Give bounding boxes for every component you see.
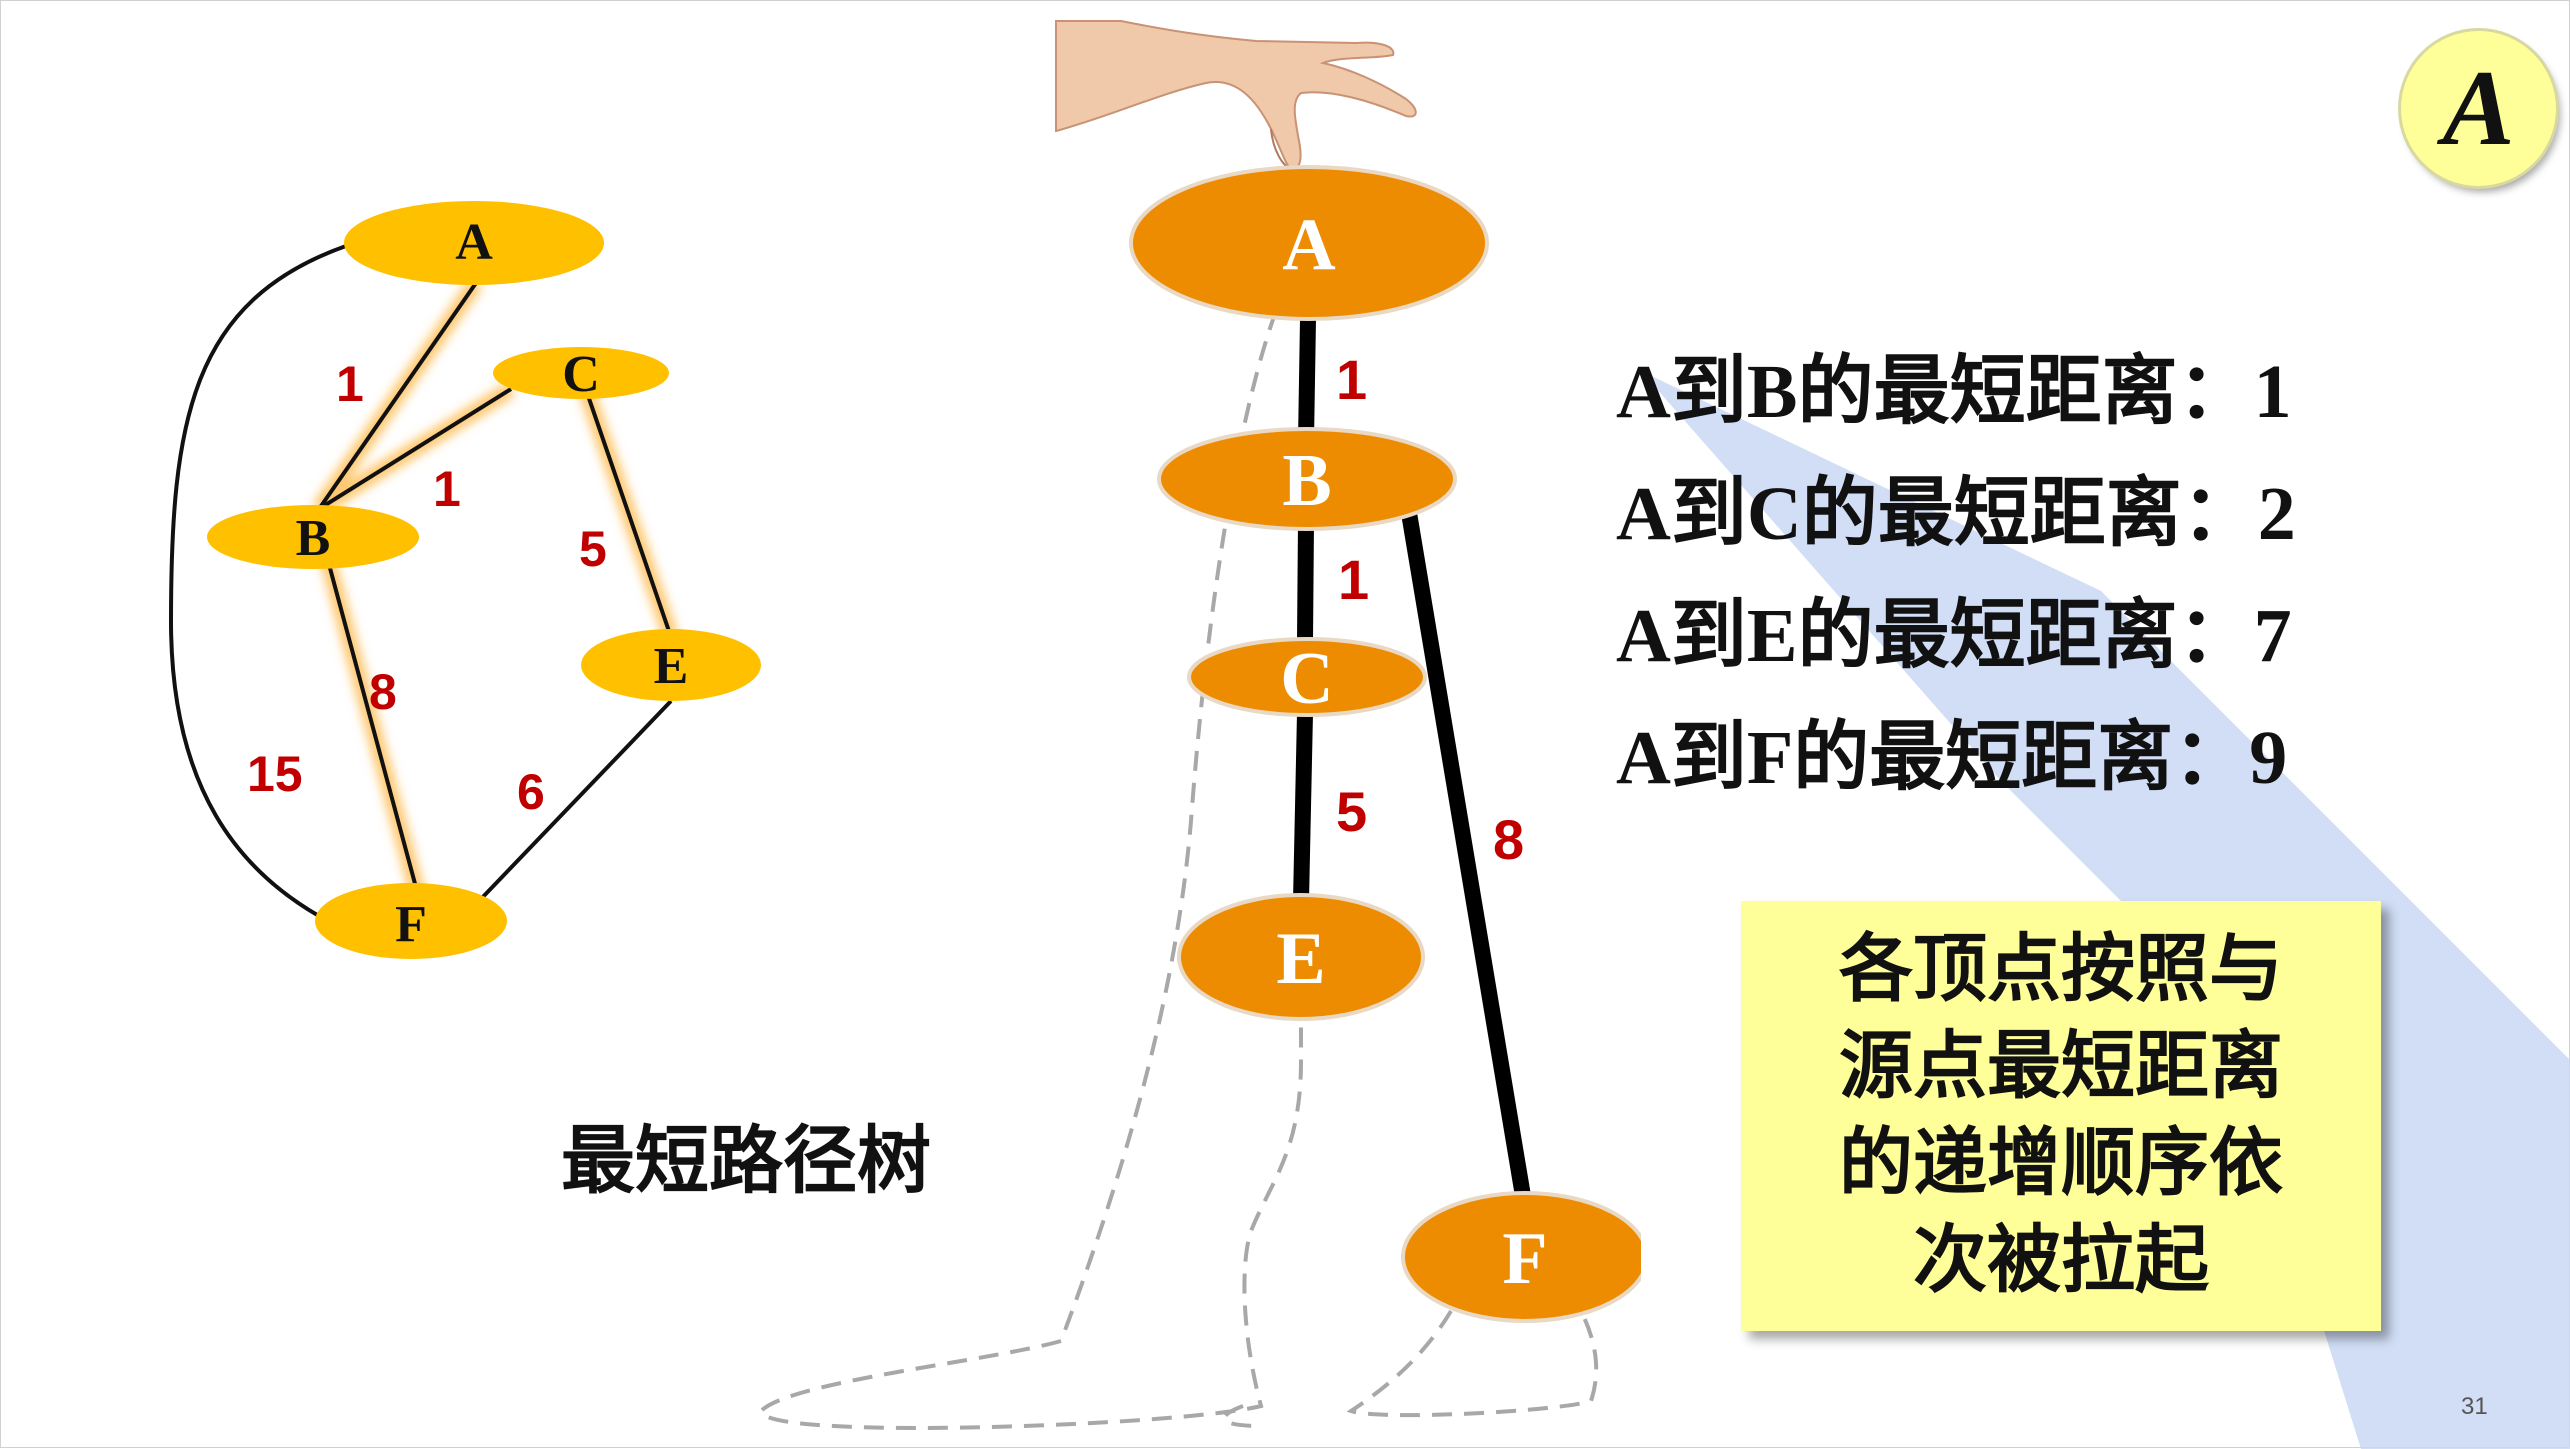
svg-text:F: F <box>395 896 427 953</box>
tree-node-f: F <box>1401 1191 1641 1323</box>
tree-edge-b-c <box>1297 520 1314 642</box>
svg-text:A: A <box>455 214 493 271</box>
tree-edge-c-e <box>1293 712 1313 902</box>
graph-node-a: A <box>344 201 604 285</box>
original-graph: A C B E F 1 1 5 8 6 15 <box>168 201 761 959</box>
edge-a-b <box>317 281 478 511</box>
tree-node-e: E <box>1177 893 1425 1021</box>
distance-a-e: A到E的最短距离：7 <box>1616 594 2292 678</box>
weight-e-f: 6 <box>517 764 545 820</box>
edge-e-f <box>477 699 673 903</box>
note-line: 次被拉起 <box>1913 1220 2209 1302</box>
distance-a-b: A到B的最短距离：1 <box>1616 350 2292 434</box>
graph-node-f: F <box>315 883 507 959</box>
tree-weight-a-b: 1 <box>1336 348 1367 411</box>
distance-list: A到B的最短距离：1 A到C的最短距离：2 A到E的最短距离：7 A到F的最短距… <box>1616 331 2396 819</box>
tree-weight-c-e: 5 <box>1336 780 1367 843</box>
svg-text:C: C <box>562 346 600 403</box>
badge-label: A <box>2442 48 2515 168</box>
tree-node-a: A <box>1129 165 1489 321</box>
edge-c-e <box>581 380 673 638</box>
svg-text:F: F <box>1502 1218 1547 1300</box>
weight-b-c: 1 <box>433 461 461 517</box>
shortest-path-tree: A B C E F 1 1 5 8 <box>758 20 1641 1430</box>
weight-a-f: 15 <box>247 746 303 802</box>
tree-node-b: B <box>1157 427 1457 531</box>
svg-text:E: E <box>654 638 689 695</box>
note-line: 的递增顺序依 <box>1839 1123 2283 1205</box>
note-text: 各顶点按照与 源点最短距离 的递增顺序依 次被拉起 <box>1791 922 2331 1310</box>
tree-weight-b-c: 1 <box>1338 548 1369 611</box>
tree-edge-b-f <box>1401 511 1531 1198</box>
edge-a-f <box>168 244 347 918</box>
section-badge: A <box>2401 31 2556 186</box>
note-line: 各顶点按照与 <box>1839 929 2283 1011</box>
graph-node-c: C <box>493 346 669 403</box>
tree-title: 最短路径树 <box>561 1121 931 1203</box>
distance-a-f: A到F的最短距离：9 <box>1616 716 2288 800</box>
graph-node-e: E <box>581 629 761 701</box>
note-box: 各顶点按照与 源点最短距离 的递增顺序依 次被拉起 <box>1741 901 2381 1331</box>
tree-weight-b-f: 8 <box>1493 808 1524 871</box>
hand-illustration <box>1055 20 1417 171</box>
note-line: 源点最短距离 <box>1839 1026 2283 1108</box>
weight-c-e: 5 <box>579 521 607 577</box>
page-number: 31 <box>2461 1393 2488 1420</box>
svg-text:B: B <box>296 510 331 567</box>
edge-b-c <box>317 387 513 511</box>
svg-text:E: E <box>1276 918 1325 1000</box>
svg-text:B: B <box>1282 440 1331 522</box>
svg-text:C: C <box>1280 638 1333 720</box>
weight-a-b: 1 <box>336 356 364 412</box>
edge-b-f <box>325 556 423 907</box>
tree-node-c: C <box>1187 637 1427 720</box>
dashed-string <box>758 310 1599 1430</box>
weight-b-f: 8 <box>369 664 397 720</box>
tree-edge-a-b <box>1298 318 1316 442</box>
svg-text:A: A <box>1282 204 1335 286</box>
graph-node-b: B <box>207 505 419 569</box>
distance-a-c: A到C的最短距离：2 <box>1616 472 2296 556</box>
